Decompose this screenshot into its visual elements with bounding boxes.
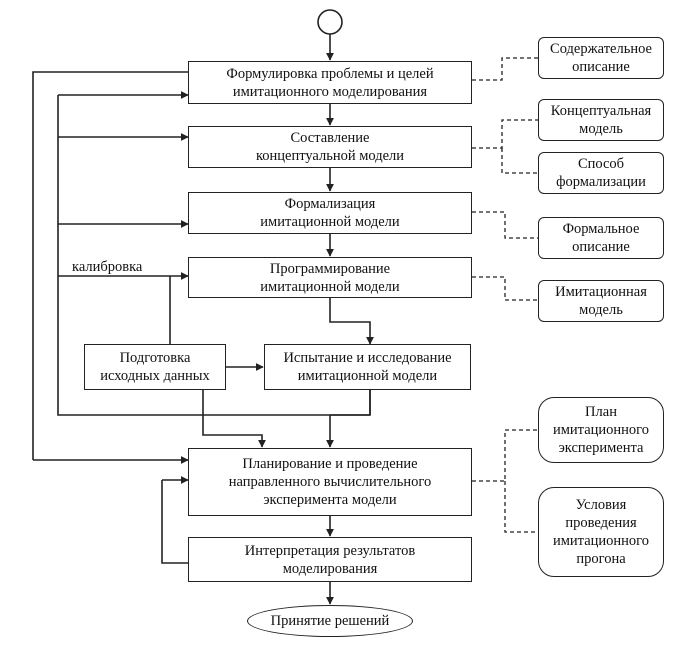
dashed-link: [504, 481, 538, 533]
decision-label: Принятие решений: [270, 612, 390, 629]
interpretation-box: Интерпретация результатов моделирования: [188, 537, 472, 582]
dashed-link: [472, 211, 538, 239]
calibration-label: калибровка: [72, 259, 143, 275]
dashed-link: [472, 119, 538, 149]
dashed-link: [472, 429, 538, 482]
programming-label: Программирование имитационной модели: [260, 260, 400, 295]
formal-description-box: Формальное описание: [538, 217, 664, 259]
content-description-label: Содержательное описание: [550, 41, 652, 75]
content-description-box: Содержательное описание: [538, 37, 664, 79]
interpretation-loop: [161, 480, 188, 564]
run-conditions-label: Условия проведения имитационного прогона: [552, 497, 650, 567]
dashed-link: [472, 57, 538, 81]
testing-label: Испытание и исследование имитационной мо…: [283, 350, 452, 384]
simulation-model-box: Имитационная модель: [538, 280, 664, 322]
conceptual-model-label: Концептуальная модель: [550, 103, 652, 137]
decision-terminal: Принятие решений: [247, 605, 413, 637]
formulation-box: Формулировка проблемы и целей имитационн…: [188, 61, 472, 104]
planning-box: Планирование и проведение направленного …: [188, 448, 472, 516]
conceptual-model-box: Концептуальная модель: [538, 99, 664, 141]
formal-description-label: Формальное описание: [562, 221, 640, 255]
programming-box: Программирование имитационной модели: [188, 257, 472, 298]
planning-label: Планирование и проведение направленного …: [228, 456, 432, 508]
testing-box: Испытание и исследование имитационной мо…: [264, 344, 471, 390]
data-prep-box: Подготовка исходных данных: [84, 344, 226, 390]
run-conditions-box: Условия проведения имитационного прогона: [538, 487, 664, 577]
formalization-label: Формализация имитационной модели: [260, 196, 400, 230]
flow-arrow: [202, 390, 266, 448]
formulation-label: Формулировка проблемы и целей имитационн…: [226, 65, 434, 100]
experiment-plan-box: План имитационного эксперимента: [538, 397, 664, 463]
start-node: [317, 9, 343, 35]
feedback-loop: [57, 95, 371, 416]
formalization-method-label: Способ формализации: [556, 156, 646, 190]
formalization-method-box: Способ формализации: [538, 152, 664, 194]
conceptual-box: Составление концептуальной модели: [188, 126, 472, 168]
dashed-link: [472, 276, 538, 301]
dashed-link: [501, 148, 538, 174]
formalization-box: Формализация имитационной модели: [188, 192, 472, 234]
interpretation-label: Интерпретация результатов моделирования: [244, 542, 416, 577]
conceptual-label: Составление концептуальной модели: [255, 130, 405, 164]
outer-loop: [32, 71, 188, 460]
experiment-plan-label: План имитационного эксперимента: [552, 404, 650, 456]
simulation-model-label: Имитационная модель: [555, 284, 647, 318]
flow-arrow: [329, 298, 374, 345]
data-prep-label: Подготовка исходных данных: [100, 350, 210, 384]
